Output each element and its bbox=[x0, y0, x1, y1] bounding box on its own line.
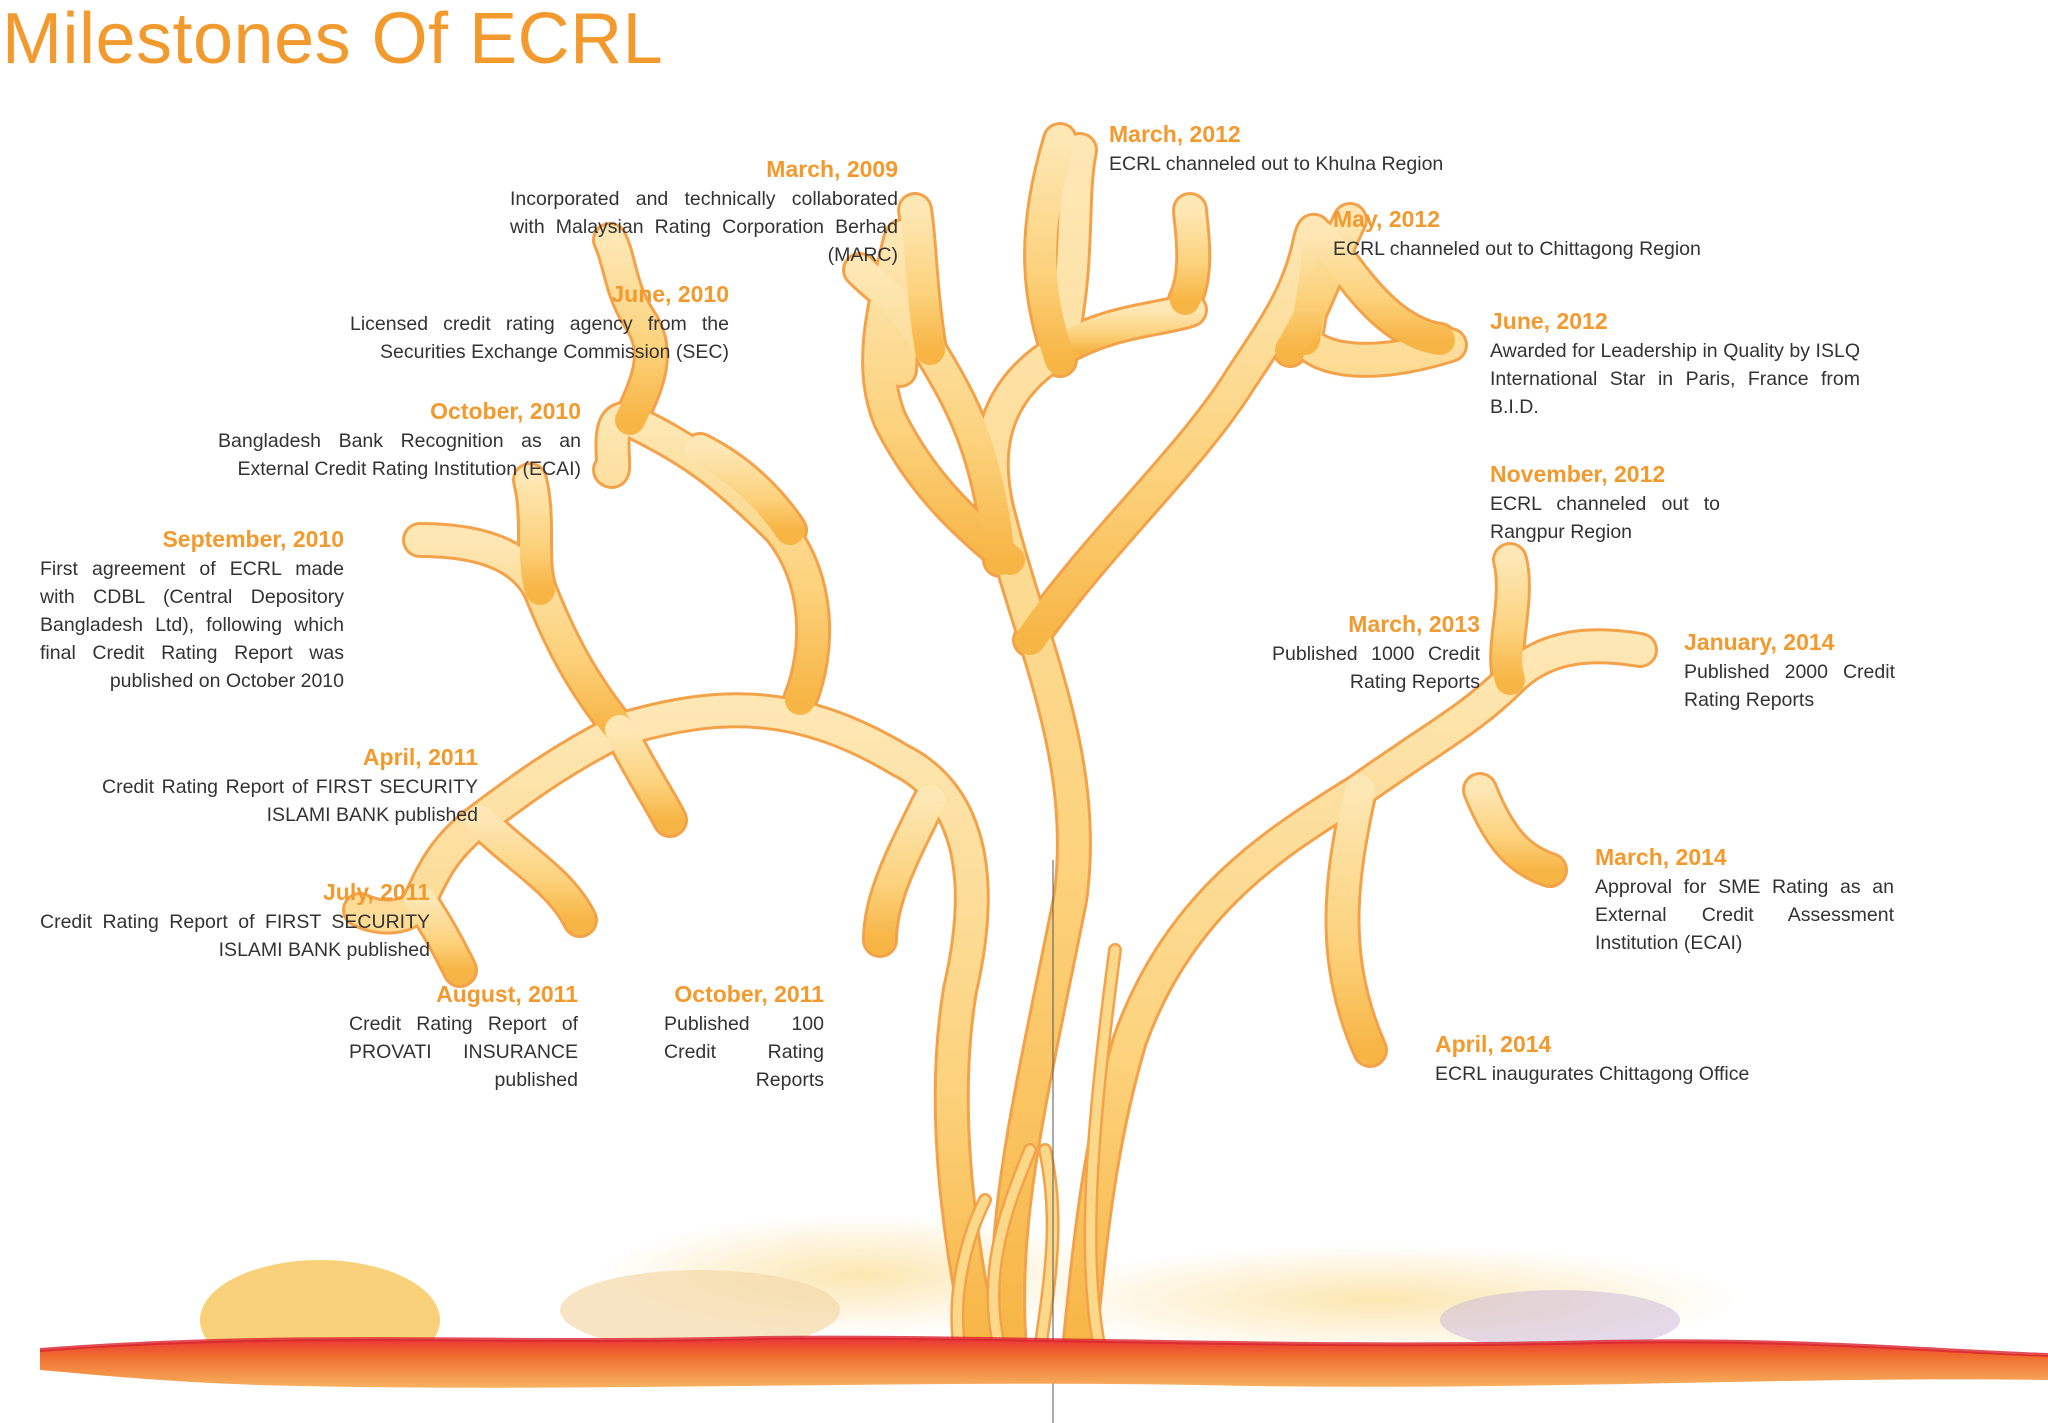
milestone-september-2010: September, 2010 First agreement of ECRL … bbox=[40, 525, 344, 695]
milestone-date: June, 2010 bbox=[611, 281, 729, 307]
milestone-date: June, 2012 bbox=[1490, 308, 1608, 334]
milestone-august-2011: August, 2011 Credit Rating Report of PRO… bbox=[349, 980, 578, 1094]
milestone-may-2012: May, 2012 ECRL channeled out to Chittago… bbox=[1333, 205, 1701, 263]
milestone-june-2012: June, 2012 Awarded for Leadership in Qua… bbox=[1490, 307, 1860, 421]
milestone-text: Awarded for Leadership in Quality by ISL… bbox=[1490, 340, 1860, 418]
milestone-text: Published 2000 Credit Rating Reports bbox=[1684, 661, 1895, 711]
milestone-date: May, 2012 bbox=[1333, 206, 1440, 232]
milestone-date: August, 2011 bbox=[436, 981, 578, 1007]
milestone-october-2011: October, 2011 Published 100 Credit Ratin… bbox=[664, 980, 824, 1094]
milestone-date: March, 2009 bbox=[766, 156, 898, 182]
milestone-march-2013: March, 2013 Published 1000 Credit Rating… bbox=[1272, 610, 1480, 696]
milestone-text: Bangladesh Bank Recognition as an Extern… bbox=[218, 430, 581, 480]
ground-band bbox=[39, 1335, 2048, 1388]
milestone-text: Licensed credit rating agency from the S… bbox=[350, 313, 729, 363]
milestone-date: November, 2012 bbox=[1490, 461, 1666, 487]
milestone-january-2014: January, 2014 Published 2000 Credit Rati… bbox=[1684, 628, 1895, 714]
milestone-text: Credit Rating Report of FIRST SECURITY I… bbox=[102, 776, 478, 826]
milestone-text: ECRL channeled out to Rangpur Region bbox=[1490, 493, 1720, 543]
milestone-november-2012: November, 2012 ECRL channeled out to Ran… bbox=[1490, 460, 1720, 546]
milestone-july-2011: July, 2011 Credit Rating Report of FIRST… bbox=[40, 878, 430, 964]
milestone-text: Credit Rating Report of FIRST SECURITY I… bbox=[40, 911, 430, 961]
milestone-text: ECRL channeled out to Chittagong Region bbox=[1333, 238, 1701, 260]
milestone-date: September, 2010 bbox=[162, 526, 344, 552]
milestone-date: October, 2011 bbox=[674, 981, 824, 1007]
milestone-june-2010: June, 2010 Licensed credit rating agency… bbox=[350, 280, 729, 366]
milestone-date: March, 2012 bbox=[1109, 121, 1241, 147]
milestone-march-2014: March, 2014 Approval for SME Rating as a… bbox=[1595, 843, 1894, 957]
tree-branches bbox=[342, 122, 1658, 1368]
milestone-date: April, 2011 bbox=[362, 744, 478, 770]
milestone-date: March, 2013 bbox=[1348, 611, 1480, 637]
milestone-text: Published 100 Credit Rating Reports bbox=[664, 1013, 824, 1091]
milestone-date: July, 2011 bbox=[323, 879, 430, 905]
milestone-april-2014: April, 2014 ECRL inaugurates Chittagong … bbox=[1435, 1030, 1749, 1088]
milestone-text: ECRL inaugurates Chittagong Office bbox=[1435, 1063, 1750, 1085]
milestone-date: January, 2014 bbox=[1684, 629, 1835, 655]
page-title: Milestones Of ECRL bbox=[2, 0, 664, 79]
milestone-text: Credit Rating Report of PROVATI INSURANC… bbox=[349, 1013, 578, 1091]
milestone-april-2011: April, 2011 Credit Rating Report of FIRS… bbox=[102, 743, 478, 829]
milestone-text: ECRL channeled out to Khulna Region bbox=[1109, 153, 1444, 175]
milestone-date: March, 2014 bbox=[1595, 844, 1727, 870]
milestone-text: Published 1000 Credit Rating Reports bbox=[1272, 643, 1480, 693]
milestone-text: Incorporated and technically collaborate… bbox=[510, 188, 898, 266]
milestone-text: Approval for SME Rating as an External C… bbox=[1595, 876, 1894, 954]
milestone-march-2009: March, 2009 Incorporated and technically… bbox=[510, 155, 898, 269]
milestone-march-2012: March, 2012 ECRL channeled out to Khulna… bbox=[1109, 120, 1443, 178]
milestone-date: April, 2014 bbox=[1435, 1031, 1552, 1057]
milestone-october-2010: October, 2010 Bangladesh Bank Recognitio… bbox=[218, 397, 581, 483]
milestone-date: October, 2010 bbox=[430, 398, 581, 424]
milestone-text: First agreement of ECRL made with CDBL (… bbox=[40, 558, 344, 692]
